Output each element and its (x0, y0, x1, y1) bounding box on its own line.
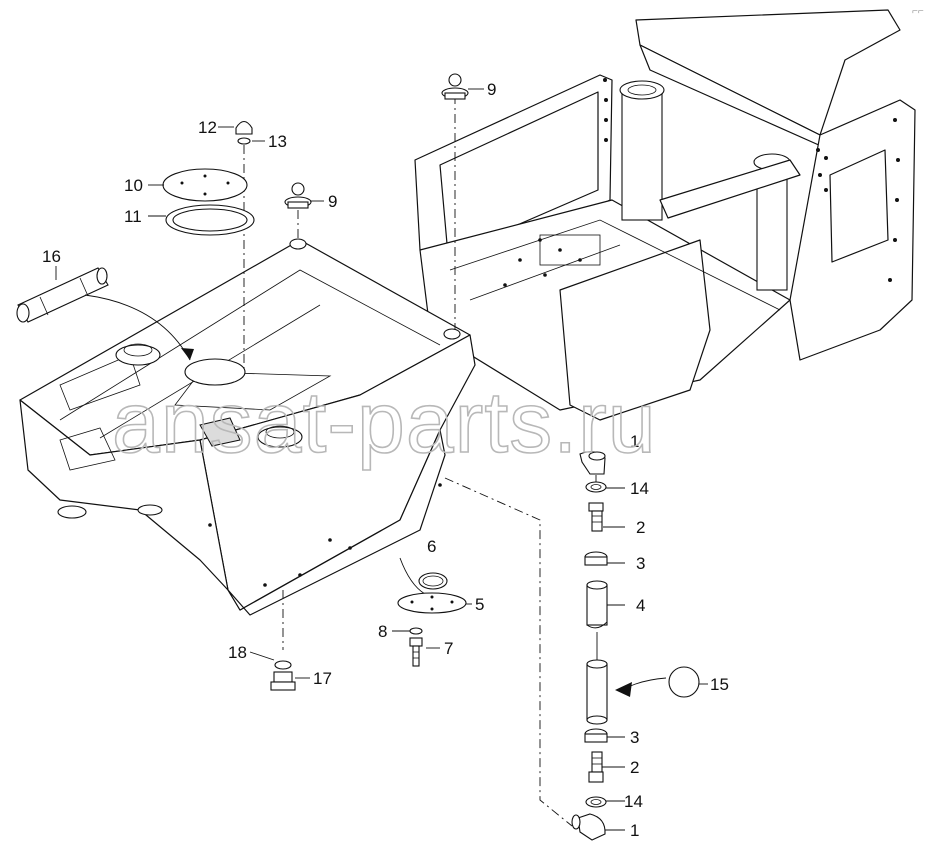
callout-1-top: 1 (630, 432, 639, 451)
part-1-elbow-top (579, 451, 606, 475)
callout-7: 7 (444, 639, 453, 658)
callout-13: 13 (268, 132, 287, 151)
callout-9-top: 9 (487, 80, 496, 99)
callout-11: 11 (124, 207, 142, 226)
callout-14-bottom: 14 (624, 792, 643, 811)
part-8-washer (409, 627, 423, 635)
part-14-seal-top (585, 481, 607, 493)
callout-5: 5 (475, 595, 484, 614)
part-10-cover (162, 168, 248, 202)
callout-numbers: 12 13 10 11 9 9 16 14 2 3 4 15 3 2 14 1 … (42, 80, 729, 840)
part-7-bolt (409, 637, 423, 667)
part-2-fitting-bottom (588, 751, 604, 783)
part-11-gasket (165, 204, 255, 236)
part-17-plug (270, 671, 296, 691)
part-6-oring (418, 572, 448, 590)
part-12-cap (235, 120, 253, 135)
callout-3-bottom: 3 (630, 728, 639, 747)
callout-15: 15 (710, 675, 729, 694)
callout-16: 16 (42, 247, 61, 266)
part-3-clamp-bottom (584, 728, 608, 743)
callout-2-bottom: 2 (630, 758, 639, 777)
corner-mark: ⌐⌐ (912, 6, 924, 17)
part-5-plate (397, 592, 467, 614)
callout-leaders (55, 88, 708, 831)
callout-3-top: 3 (636, 554, 645, 573)
callout-10: 10 (124, 176, 143, 195)
part-18-washer (274, 660, 292, 670)
part-13-washer (237, 137, 251, 145)
part-3-clamp-top (584, 551, 608, 566)
part-9-breather-top (441, 73, 469, 100)
part-4-hose (586, 580, 608, 725)
callout-1-bottom: 1 (630, 821, 639, 840)
part-14-seal-bottom (585, 796, 607, 808)
callout-4: 4 (636, 596, 645, 615)
part-15-cap (615, 666, 700, 698)
part-16-filter (16, 267, 194, 361)
tank-body (19, 238, 476, 616)
part-2-fitting-top (588, 502, 604, 532)
watermark-text: ansat-parts.ru (112, 375, 657, 471)
part-9-breather-left (284, 182, 312, 209)
callout-17: 17 (313, 669, 332, 688)
callout-8: 8 (378, 622, 387, 641)
callout-6: 6 (427, 537, 436, 556)
callout-2-top: 2 (636, 518, 645, 537)
part-1-elbow-bottom (571, 813, 606, 841)
callout-18: 18 (228, 643, 247, 662)
chassis-frame (414, 9, 916, 421)
callout-12: 12 (198, 118, 217, 137)
callout-9-left: 9 (328, 192, 337, 211)
callout-14-top: 14 (630, 479, 649, 498)
